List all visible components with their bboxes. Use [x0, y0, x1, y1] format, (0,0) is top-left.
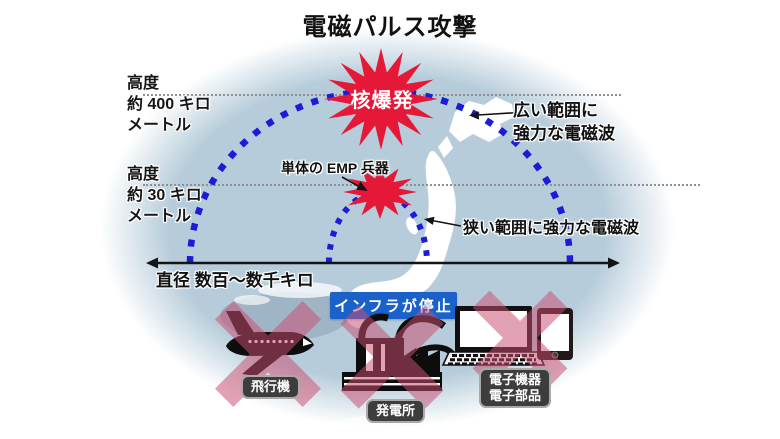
narrow-range-pointer-arrow [423, 216, 462, 227]
page-title: 電磁パルス攻撃 [302, 14, 478, 41]
electronics-chip-line2: 電子部品 [489, 388, 542, 403]
emp-weapon-starburst [343, 165, 417, 219]
nuclear-blast-starburst [324, 48, 438, 150]
power-plant-chip: 発電所 [366, 399, 426, 423]
wide-range-label: 広い範囲に 強力な電磁波 [513, 99, 615, 145]
altitude-30km-label-line1: 高度 [127, 166, 160, 183]
electronics-cross-icon [472, 290, 568, 386]
electronics-chip-line1: 電子機器 [489, 372, 542, 387]
altitude-30km-label-line3: メートル [127, 208, 192, 225]
altitude-30km-guide-line [143, 184, 700, 186]
diameter-arrow [146, 257, 620, 269]
altitude-400km-label: 高度 約 400 キロ メートル [127, 73, 211, 136]
altitude-30km-label-line2: 約 30 キロ [127, 187, 202, 204]
diameter-label: 直径 数百〜数千キロ [156, 271, 314, 290]
wide-range-label-line1: 広い範囲に [513, 101, 598, 120]
nuclear-blast-label: 核爆発 [350, 90, 414, 112]
power-plant-cross-icon [340, 305, 444, 409]
narrow-range-arc [326, 190, 430, 264]
electronics-chip: 電子機器 電子部品 [479, 368, 552, 408]
altitude-400km-label-line2: 約 400 キロ [127, 96, 211, 113]
airplane-chip: 飛行機 [241, 375, 301, 399]
wide-range-label-line2: 強力な電磁波 [513, 124, 615, 143]
wide-range-pointer-arrow [468, 111, 528, 120]
altitude-30km-label: 高度 約 30 キロ メートル [127, 164, 202, 227]
emp-weapon-label: 単体の EMP 兵器 [281, 160, 389, 176]
emp-weapon-pointer-arrow [341, 176, 368, 191]
altitude-400km-label-line1: 高度 [127, 75, 160, 92]
narrow-range-label: 狭い範囲に強力な電磁波 [463, 220, 640, 237]
altitude-400km-label-line3: メートル [127, 117, 192, 134]
